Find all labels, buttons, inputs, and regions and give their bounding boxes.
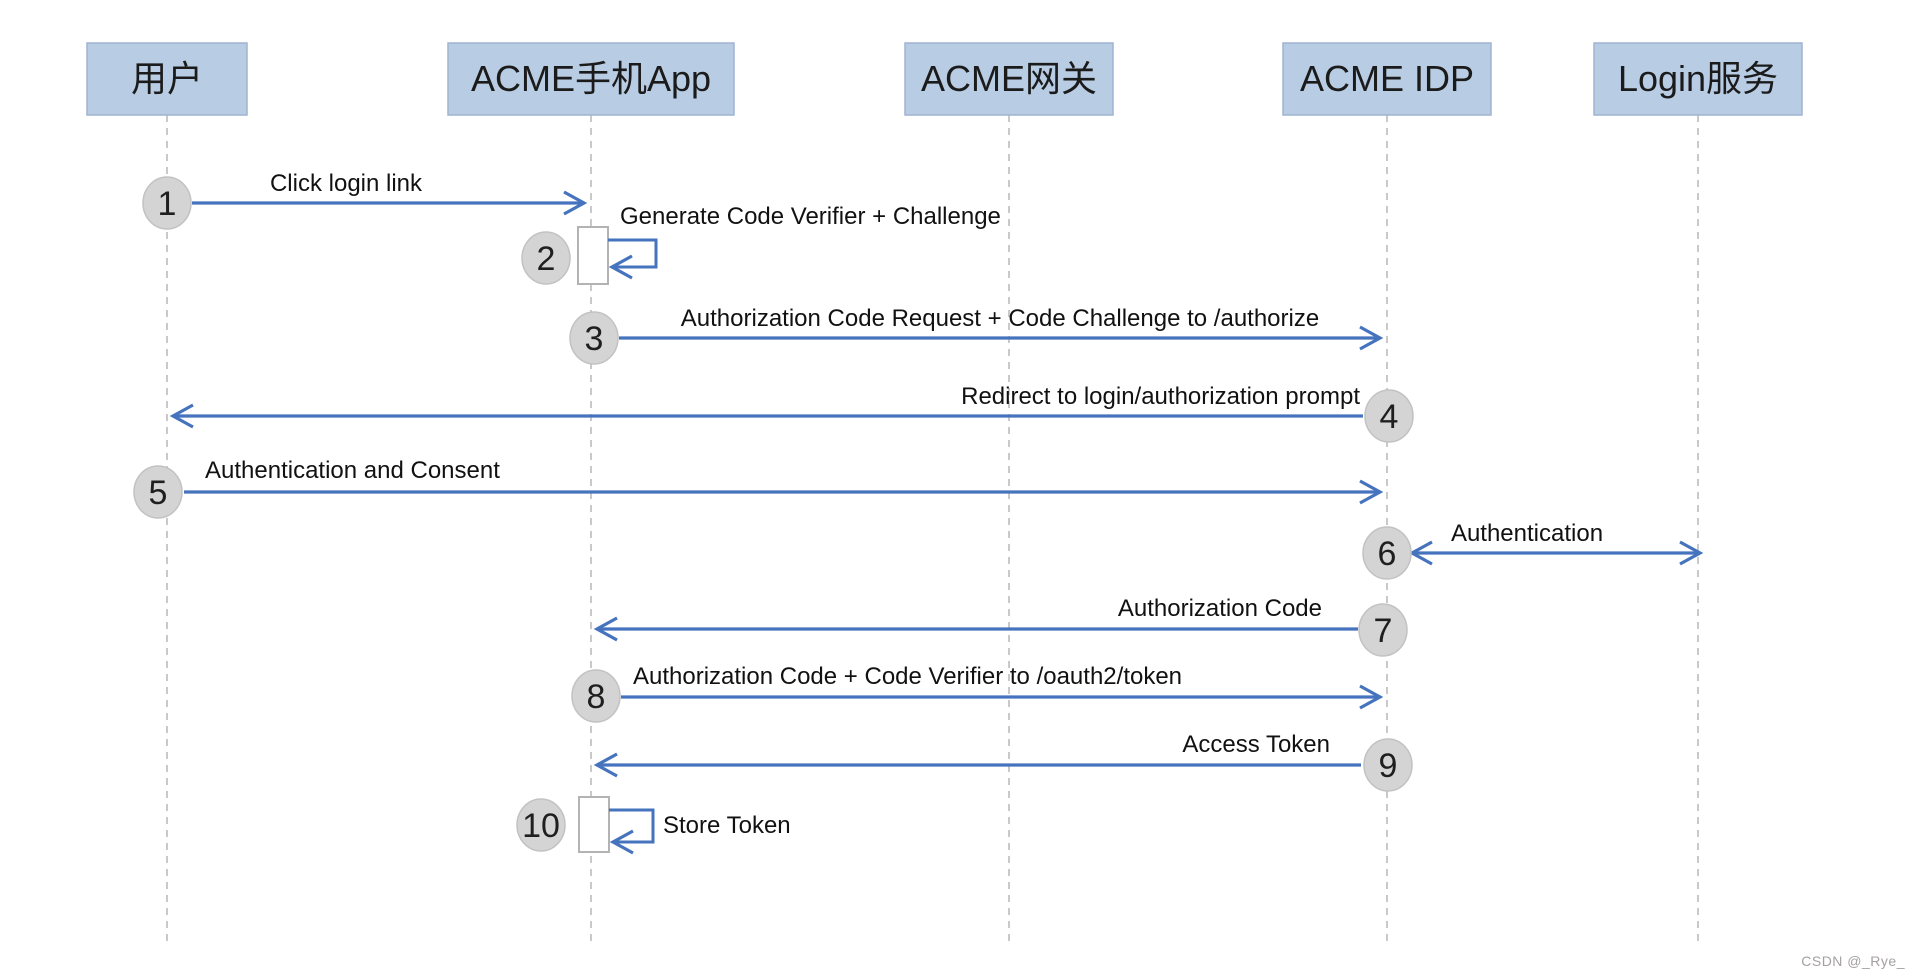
self-message-line-2: [608, 238, 658, 269]
arrowhead-icon: [1359, 684, 1384, 710]
participant-label-acme-gateway: ACME网关: [921, 58, 1097, 99]
step-number-7: 7: [1374, 612, 1393, 650]
step-circle-4: [1364, 389, 1414, 443]
arrowhead-icon: [1359, 325, 1384, 351]
step-circle-6: [1362, 526, 1412, 580]
message-label-5: Authentication and Consent: [205, 457, 500, 484]
step-number-2: 2: [537, 240, 556, 278]
step-number-6: 6: [1378, 535, 1397, 573]
participant-box-user: [86, 42, 248, 116]
message-label-10: Store Token: [663, 812, 791, 839]
arrowhead-icon: [609, 829, 634, 855]
arrowhead-icon: [1408, 540, 1433, 566]
step-number-10: 10: [522, 807, 560, 845]
participant-label-login-service: Login服务: [1618, 58, 1778, 99]
participant-label-acme-idp: ACME IDP: [1300, 58, 1474, 99]
step-number-4: 4: [1380, 398, 1399, 436]
step-circle-2: [521, 231, 571, 285]
message-2: Generate Code Verifier + Challenge 2: [521, 203, 1001, 285]
step-circle-10: [516, 798, 566, 852]
message-label-7: Authorization Code: [1118, 595, 1322, 622]
step-number-3: 3: [585, 320, 604, 358]
step-circle-1: [142, 176, 192, 230]
participant-label-acme-mobile-app: ACME手机App: [471, 58, 711, 99]
message-5: Authentication and Consent 5: [133, 457, 1384, 519]
message-10: Store Token 10: [516, 796, 791, 855]
message-3: Authorization Code Request + Code Challe…: [569, 305, 1384, 365]
step-circle-3: [569, 311, 619, 365]
participant-label-user: 用户: [131, 58, 203, 99]
arrowhead-icon: [169, 403, 194, 429]
arrowhead-icon: [593, 616, 618, 642]
message-7: Authorization Code 7: [593, 595, 1408, 657]
step-number-5: 5: [149, 474, 168, 512]
message-label-2: Generate Code Verifier + Challenge: [620, 203, 1001, 230]
participant-box-acme-gateway: [904, 42, 1114, 116]
participant-box-acme-idp: [1282, 42, 1492, 116]
step-number-8: 8: [587, 678, 606, 716]
step-circle-5: [133, 465, 183, 519]
watermark: CSDN @_Rye_: [1801, 953, 1905, 969]
arrowhead-icon: [1359, 479, 1384, 505]
arrowhead-icon: [1679, 540, 1704, 566]
step-circle-8: [571, 669, 621, 723]
arrowhead-icon: [608, 254, 633, 280]
message-6: Authentication 6: [1362, 520, 1704, 580]
step-circle-9: [1363, 738, 1413, 792]
arrowhead-icon: [563, 190, 588, 216]
arrowhead-icon: [593, 752, 618, 778]
message-1: Click login link 1: [142, 170, 588, 230]
activation-box-10: [578, 796, 610, 853]
message-9: Access Token 9: [593, 731, 1413, 792]
message-4: Redirect to login/authorization prompt 4: [169, 383, 1414, 443]
activation-box-2: [577, 226, 609, 285]
message-label-1: Click login link: [270, 170, 423, 197]
participant-box-acme-mobile-app: [447, 42, 735, 116]
step-circle-7: [1358, 603, 1408, 657]
message-8: Authorization Code + Code Verifier to /o…: [571, 663, 1384, 723]
step-number-1: 1: [158, 185, 177, 223]
message-label-9: Access Token: [1182, 731, 1330, 758]
message-label-4: Redirect to login/authorization prompt: [961, 383, 1360, 410]
participant-box-login-service: [1593, 42, 1803, 116]
message-label-3: Authorization Code Request + Code Challe…: [681, 305, 1319, 332]
message-label-8: Authorization Code + Code Verifier to /o…: [633, 663, 1182, 690]
message-label-6: Authentication: [1451, 520, 1603, 547]
step-number-9: 9: [1379, 747, 1398, 785]
self-message-line-10: [609, 808, 655, 844]
